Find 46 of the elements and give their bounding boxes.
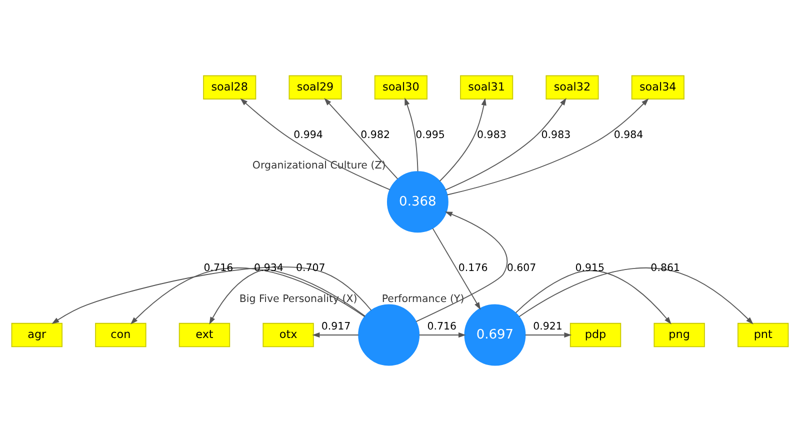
node-box: pdp <box>570 322 622 348</box>
edge-label: 0.915 <box>575 262 605 274</box>
arrow <box>445 98 566 190</box>
edge-label: 0.921 <box>533 320 562 332</box>
arrow <box>130 268 366 324</box>
arrow <box>324 98 398 180</box>
edge-label: 0.607 <box>506 262 536 274</box>
arrow <box>404 98 418 172</box>
arrow <box>312 332 359 338</box>
arrow <box>524 332 572 338</box>
node-box: soal30 <box>374 75 428 100</box>
node-label: Big Five Personality (X) <box>239 292 358 305</box>
arrow <box>52 266 372 324</box>
arrow <box>446 98 649 196</box>
edge-label: 0.994 <box>294 128 323 141</box>
node-box: otx <box>262 322 314 348</box>
edge-label: 0.984 <box>614 128 644 141</box>
node-box: soal29 <box>288 75 342 100</box>
node-circle: 0.697 <box>464 304 526 366</box>
arrow <box>418 332 466 338</box>
edge-label: 0.995 <box>416 128 445 141</box>
edge-label: 0.917 <box>321 320 351 332</box>
edge-label: 0.176 <box>458 262 488 274</box>
arrow <box>515 270 672 324</box>
node-box: con <box>95 322 146 348</box>
node-box: pnt <box>738 322 789 348</box>
node-box: ext <box>178 322 230 348</box>
edge-label: 0.982 <box>360 128 390 141</box>
node-label: Performance (Y) <box>382 292 464 305</box>
edge-label: 0.983 <box>541 128 571 141</box>
arrow <box>518 268 754 324</box>
arrow <box>439 98 486 182</box>
node-box: png <box>654 322 705 348</box>
edge-label: 0.983 <box>477 128 506 141</box>
arrow <box>209 269 366 324</box>
node-box: soal28 <box>203 75 256 100</box>
arrow <box>240 98 390 190</box>
node-box: soal32 <box>546 75 599 100</box>
node-circle: 0.368 <box>386 171 448 233</box>
arrow <box>432 228 481 310</box>
arrow <box>416 212 508 322</box>
node-box: soal31 <box>460 75 514 100</box>
node-box: soal34 <box>631 75 684 100</box>
node-circle <box>358 304 420 366</box>
edge-label: 0.716 <box>427 320 457 332</box>
node-box: agr <box>11 322 62 348</box>
